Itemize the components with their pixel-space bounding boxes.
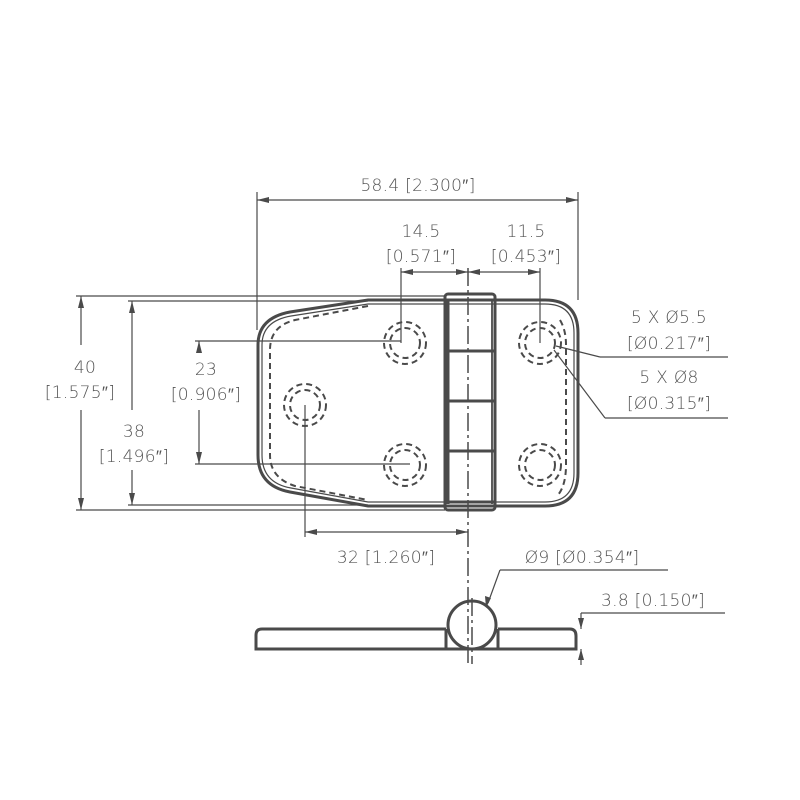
hidden-profile (269, 305, 369, 501)
hole-spacing-in: [0.906″] (171, 385, 241, 405)
counterbore-diameter-line2: [Ø0.315″] (627, 394, 711, 414)
dim-hole-to-pin: 32 [1.260″] (304, 405, 468, 568)
side-view (254, 598, 578, 664)
dim-hole-offsets: 14.5 [0.571″] 11.5 [0.453″] (386, 222, 561, 343)
overall-height-in: [1.575″] (45, 383, 115, 403)
hole-bottom-right (518, 443, 562, 487)
callout-holes: 5 X Ø5.5 [Ø0.217″] 5 X Ø8 [Ø0.315″] (553, 308, 728, 419)
dim-plate-height: 38 [1.496″] (99, 300, 368, 506)
pin-diameter-label: Ø9 [Ø0.354″] (525, 548, 640, 568)
dim-overall-height: 40 [1.575″] (45, 295, 445, 511)
hole-offset-right-mm: 11.5 (506, 222, 545, 242)
hole-offset-right-in: [0.453″] (491, 247, 561, 267)
side-left-leaf (254, 627, 446, 651)
counterbore-diameter-line1: 5 X Ø8 (639, 368, 698, 388)
hole-offset-left-mm: 14.5 (401, 222, 440, 242)
plate-outline (256, 298, 580, 508)
plate-height-in: [1.496″] (99, 447, 169, 467)
dim-pin-diameter: Ø9 [Ø0.354″] (485, 548, 668, 608)
hole-spacing-mm: 23 (195, 360, 217, 380)
top-view (256, 268, 580, 665)
plate-height-mm: 38 (123, 422, 145, 442)
side-right-leaf (498, 627, 578, 651)
holes (283, 321, 562, 487)
hole-to-pin-label: 32 [1.260″] (337, 548, 435, 568)
hole-top-left (383, 321, 427, 365)
dim-hole-spacing: 23 [0.906″] (171, 340, 410, 465)
knuckle (443, 292, 497, 512)
hidden-profile-right (557, 319, 567, 496)
overall-width-label: 58.4 [2.300″] (360, 176, 475, 196)
overall-height-mm: 40 (74, 358, 96, 378)
hole-diameter-line2: [Ø0.217″] (627, 334, 711, 354)
hole-offset-left-in: [0.571″] (386, 247, 456, 267)
plate-outline-inner (261, 303, 575, 503)
dim-overall-width: 58.4 [2.300″] (256, 176, 579, 330)
thickness-label: 3.8 [0.150″] (601, 591, 705, 611)
hole-diameter-line1: 5 X Ø5.5 (631, 308, 707, 328)
hole-bottom-left (383, 443, 427, 487)
dim-thickness: 3.8 [0.150″] (578, 591, 725, 665)
